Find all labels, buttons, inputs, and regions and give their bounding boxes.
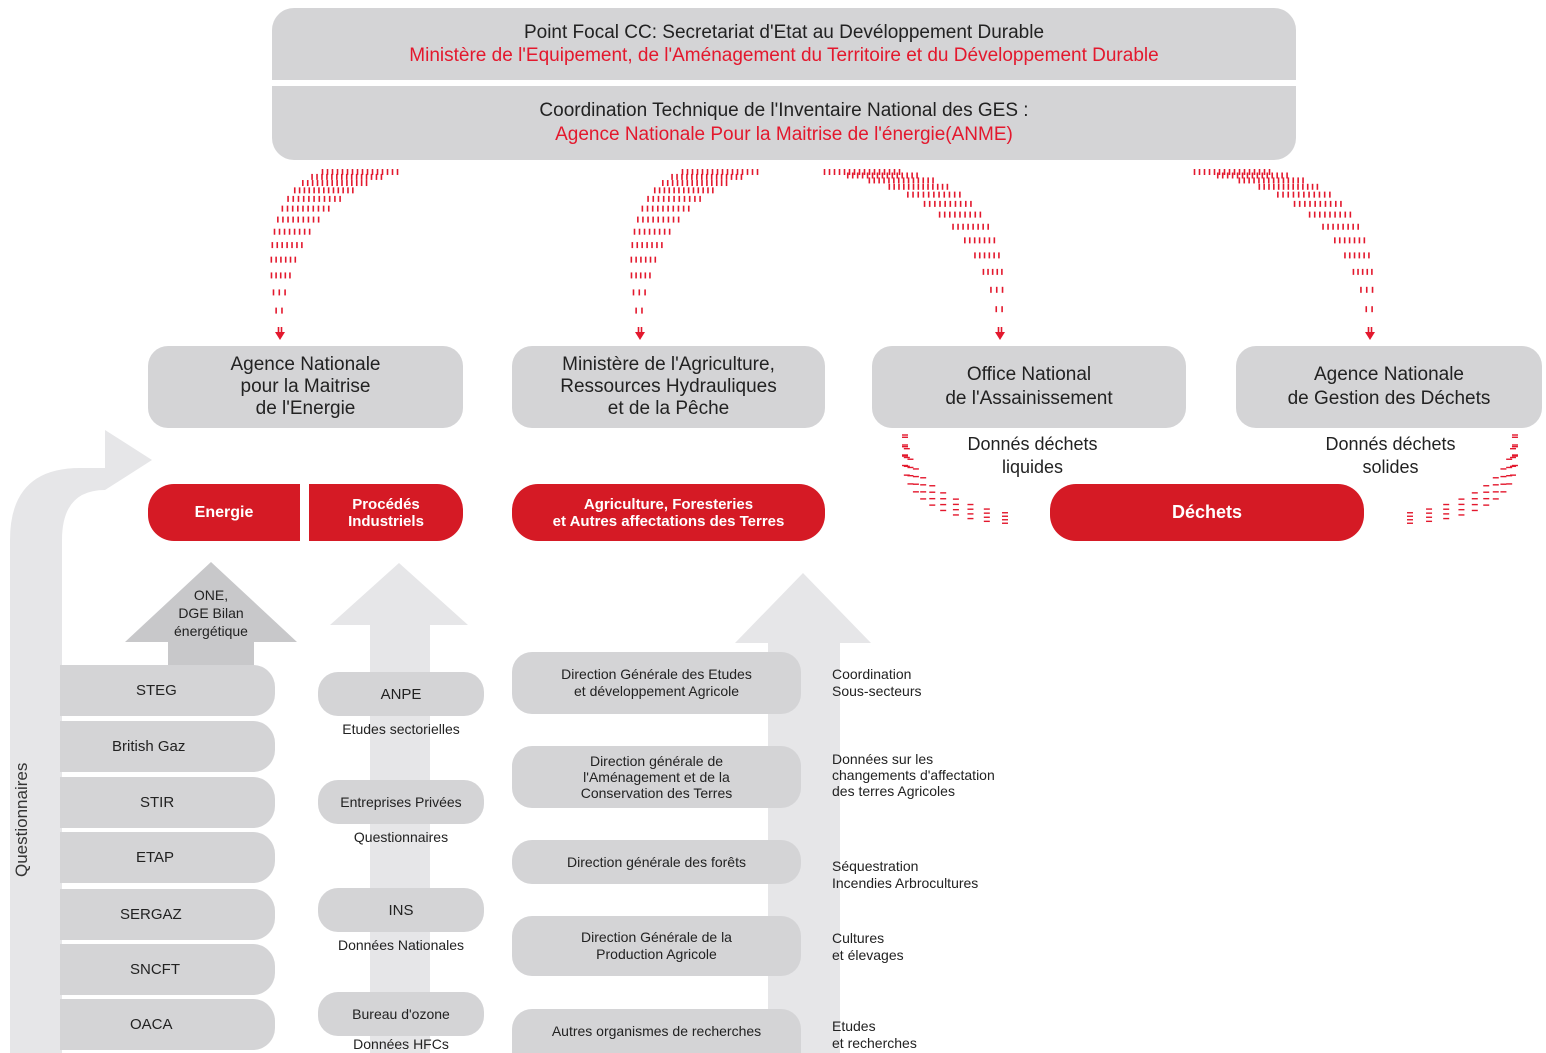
flow-arrow-solid-waste	[1407, 424, 1518, 524]
questionnaires-arrow	[10, 430, 152, 1053]
industry-note-anpe: Etudes sectorielles	[342, 720, 460, 737]
agri-note-recherche: Etudes et recherches	[832, 1018, 917, 1051]
industry-source-ins: INS	[318, 888, 484, 932]
flow-arrow-tip	[275, 332, 285, 340]
coordination-title: Coordination Technique de l'Inventaire N…	[539, 100, 1029, 121]
liquid-waste-note: Donnés déchets liquides	[967, 434, 1098, 477]
industry-source-anpe: ANPE	[318, 672, 484, 716]
focal-point-title: Point Focal CC: Secretariat d'Etat au De…	[523, 22, 1045, 43]
agri-note-dgf: Séquestration Incendies Arbrocultures	[832, 858, 979, 891]
sector-energie: Energie	[148, 484, 300, 541]
questionnaires-label: Questionnaires	[12, 762, 31, 877]
focal-point-ministry: Ministère de l'Equipement, de l'Aménagem…	[409, 45, 1159, 66]
agency-anme: Agence Nationale pour la Maitrise de l'E…	[148, 346, 463, 428]
flow-arrow-tip	[635, 332, 645, 340]
energy-up-arrow	[125, 562, 297, 668]
flow-arrow-agri	[630, 169, 759, 340]
energy-source-oaca: OACA	[60, 999, 275, 1050]
sector-procedes-industriels: Procédés Industriels	[309, 484, 463, 541]
industry-source-bureau-ozone: Bureau d'ozone	[318, 992, 484, 1036]
sector-dechets: Déchets	[1050, 484, 1364, 541]
agri-source-dgeda: Direction Générale des Etudes et dévelop…	[512, 652, 801, 714]
flow-arrow-anged	[1193, 169, 1375, 340]
agency-anged: Agence Nationale de Gestion des Déchets	[1236, 346, 1542, 428]
flow-arrow-anme	[270, 169, 399, 340]
sector-agriculture: Agriculture, Foresteries et Autres affec…	[512, 484, 825, 541]
agri-source-dgf: Direction générale des forêts	[512, 840, 801, 884]
industry-note-bureau-ozone: Données HFCs	[353, 1036, 449, 1052]
energy-source-stir: STIR	[60, 777, 275, 828]
agri-note-dgact: Données sur les changements d'affectatio…	[832, 751, 995, 799]
agri-note-dgpa: Cultures et élevages	[832, 930, 904, 963]
energy-source-steg: STEG	[60, 665, 275, 716]
industry-note-ins: Données Nationales	[337, 936, 465, 953]
flow-arrow-tip	[1365, 332, 1375, 340]
solid-waste-note: Donnés déchets solides	[1325, 434, 1456, 477]
industry-source-entreprises: Entreprises Privées	[318, 780, 484, 824]
top-banner: Point Focal CC: Secretariat d'Etat au De…	[272, 8, 1296, 160]
agri-note-dgeda: Coordination Sous-secteurs	[832, 666, 922, 699]
energy-source-sergaz: SERGAZ	[60, 889, 275, 940]
agency-agriculture: Ministère de l'Agriculture, Ressources H…	[512, 346, 825, 428]
coordination-agency: Agence Nationale Pour la Maitrise de l'é…	[555, 124, 1013, 145]
energy-arrow-label: ONE, DGE Bilan énergétique	[174, 587, 248, 639]
energy-source-sncft: SNCFT	[60, 944, 275, 995]
agri-source-dgact: Direction générale de l'Aménagement et d…	[512, 746, 801, 808]
agency-onas: Office National de l'Assainissement	[872, 346, 1186, 428]
energy-source-british-gaz: British Gaz	[60, 721, 275, 772]
industry-note-entreprises: Questionnaires	[353, 828, 449, 845]
flow-arrow-liquid-waste	[902, 424, 1008, 524]
flow-arrow-tip	[995, 332, 1005, 340]
energy-source-etap: ETAP	[60, 832, 275, 883]
banner-divider	[272, 80, 1296, 86]
agri-source-dgpa: Direction Générale de la Production Agri…	[512, 916, 801, 976]
flow-arrow-onas	[823, 169, 1005, 340]
agri-source-recherche: Autres organismes de recherches	[512, 1009, 801, 1053]
